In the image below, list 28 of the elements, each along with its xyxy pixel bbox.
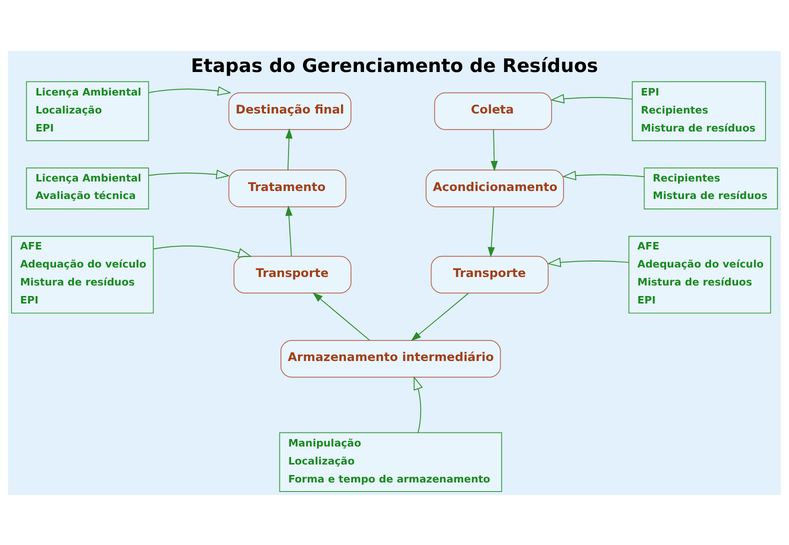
- arrow: [414, 376, 423, 433]
- node-box: Licença Ambiental Localização EPI: [26, 80, 150, 141]
- arrow: [488, 206, 495, 257]
- arrow: [148, 86, 232, 96]
- arrow: [285, 128, 293, 170]
- arrow: [490, 128, 498, 171]
- node-box: Manipulação Localização Forma e tempo de armazenamento: [279, 432, 502, 492]
- node-box: AFE Adequação do veículo Mistura de resíduos EPI: [628, 235, 772, 314]
- arrow: [152, 244, 252, 257]
- diagram-title: Etapas do Gerenciamento de Resíduos: [190, 56, 598, 77]
- arrow: [547, 257, 630, 267]
- arrow: [550, 93, 633, 103]
- node-box: EPI Recipientes Mistura de resíduos: [632, 80, 766, 141]
- node-box: Transporte: [430, 255, 549, 293]
- node-box: Coleta: [434, 92, 552, 130]
- node-box: Armazenamento intermediário: [280, 340, 501, 378]
- arrow: [285, 205, 293, 256]
- arrow: [562, 170, 645, 180]
- node-box: Destinação final: [228, 92, 352, 130]
- arrow: [312, 292, 370, 340]
- arrow: [148, 169, 230, 179]
- node-box: Transporte: [234, 255, 352, 293]
- node-box: Licença Ambiental Avaliação técnica: [26, 167, 150, 209]
- arrow: [410, 292, 469, 341]
- node-box: AFE Adequação do veículo Mistura de resíduos EPI: [11, 235, 154, 314]
- node-box: Recipientes Mistura de resíduos: [644, 167, 778, 209]
- node-box: Acondicionamento: [426, 169, 564, 207]
- node-box: Tratamento: [228, 169, 346, 207]
